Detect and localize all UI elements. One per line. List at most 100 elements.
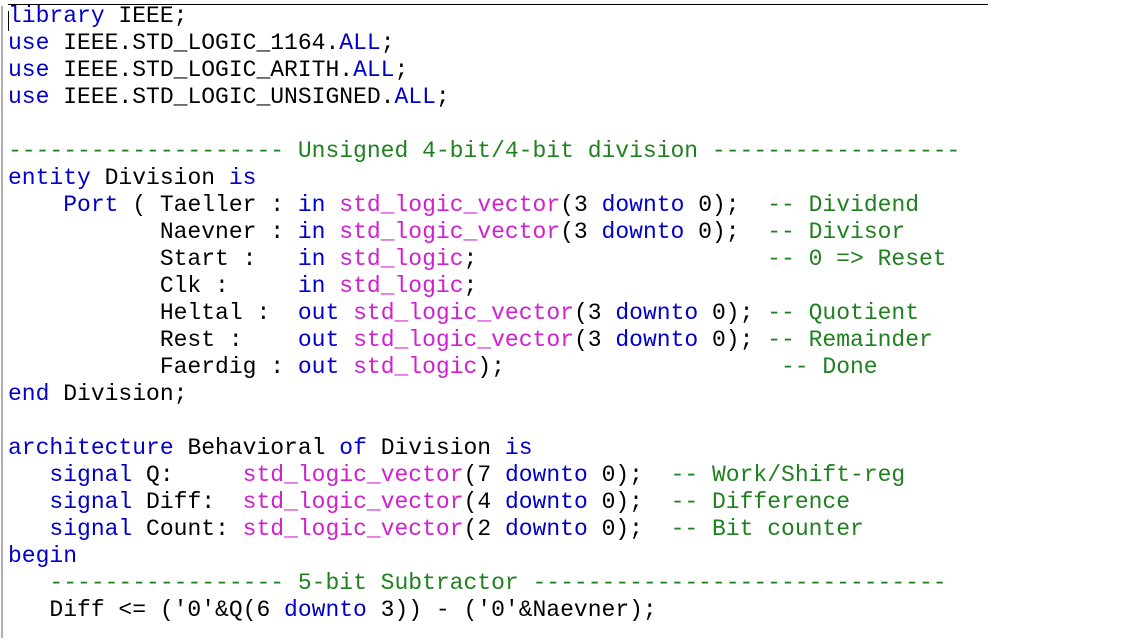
code-token: 0); [684,192,768,218]
comment-token: -- Remainder [767,327,933,353]
keyword-token: signal [49,516,133,542]
code-line[interactable]: Clk : in std_logic; [8,273,960,300]
code-line[interactable]: ----------------- 5-bit Subtractor -----… [8,570,960,597]
code-token: IEEE.STD_LOGIC_ARITH. [49,57,354,83]
type-token: std_logic_vector [353,300,574,326]
keyword-token: is [228,165,257,191]
comment-token: -- 0 => Reset [767,246,947,272]
code-token: Behavioral [173,435,340,461]
keyword-token: downto [284,597,367,623]
code-token: Naevner : [8,219,298,245]
comment-token: -- Done [780,354,878,380]
keyword-token: is [504,435,533,461]
keyword-token: ALL [353,57,395,83]
type-token: std_logic_vector [339,192,561,218]
code-token [339,300,353,326]
code-line[interactable]: end Division; [8,381,960,408]
keyword-token: ALL [394,84,436,110]
comment-token: -- Bit counter [670,516,864,542]
code-token: IEEE.STD_LOGIC_UNSIGNED. [49,84,395,110]
code-token: Start : [8,246,298,272]
code-token: ; [394,57,409,83]
comment-token: -- Divisor [767,219,906,245]
code-token [339,354,353,380]
code-line[interactable]: Port ( Taeller : in std_logic_vector(3 d… [8,192,960,219]
code-line[interactable]: Diff <= ('0'&Q(6 downto 3)) - ('0'&Naevn… [8,597,960,624]
code-line[interactable]: entity Division is [8,165,960,192]
keyword-token: begin [8,543,78,569]
top-divider [8,4,988,5]
keyword-token: in [297,219,326,245]
keyword-token: ALL [339,30,381,56]
keyword-token: of [339,435,367,461]
code-line[interactable]: Heltal : out std_logic_vector(3 downto 0… [8,300,960,327]
code-token: (4 [463,489,505,515]
code-token [325,192,339,218]
type-token: std_logic [339,246,464,272]
keyword-token: out [297,300,340,326]
code-line[interactable] [8,111,960,138]
comment-token: -- Work/Shift-reg [670,462,906,488]
code-line[interactable]: use IEEE.STD_LOGIC_1164.ALL; [8,30,960,57]
code-token: 0); [587,489,671,515]
code-line[interactable]: signal Diff: std_logic_vector(4 downto 0… [8,489,960,516]
type-token: std_logic [339,273,464,299]
code-token [8,462,49,488]
code-token: ( Taeller : [118,192,298,218]
keyword-token: downto [601,192,685,218]
code-token: Diff <= ('0'&Q(6 [8,597,285,623]
code-line[interactable]: Naevner : in std_logic_vector(3 downto 0… [8,219,960,246]
keyword-token: out [297,354,340,380]
keyword-token: in [297,246,326,272]
keyword-token: downto [504,489,588,515]
comment-token: -- Difference [670,489,851,515]
code-token [325,246,339,272]
code-line[interactable]: Start : in std_logic; -- 0 => Reset [8,246,960,273]
keyword-token: Port [63,192,119,218]
code-token: Rest : [8,327,298,353]
code-token: (7 [463,462,505,488]
code-line[interactable]: architecture Behavioral of Division is [8,435,960,462]
text-caret [8,11,9,31]
code-line[interactable]: use IEEE.STD_LOGIC_UNSIGNED.ALL; [8,84,960,111]
code-line[interactable]: begin [8,543,960,570]
keyword-token: library [8,3,105,29]
code-token: Diff: [132,489,243,515]
keyword-token: in [297,273,326,299]
code-token: (3 [573,300,616,326]
keyword-token: use [8,30,50,56]
code-token: Q: [132,462,243,488]
code-text-area[interactable]: library IEEE;use IEEE.STD_LOGIC_1164.ALL… [8,3,960,624]
keyword-token: out [297,327,340,353]
code-token: Heltal : [8,300,298,326]
type-token: std_logic_vector [353,327,574,353]
code-line[interactable]: use IEEE.STD_LOGIC_ARITH.ALL; [8,57,960,84]
code-token: IEEE.STD_LOGIC_1164. [49,30,340,56]
code-line[interactable] [8,408,960,435]
keyword-token: downto [504,516,588,542]
code-token [325,219,339,245]
keyword-token: entity [8,165,91,191]
code-line[interactable]: signal Q: std_logic_vector(7 downto 0); … [8,462,960,489]
code-line[interactable]: Rest : out std_logic_vector(3 downto 0);… [8,327,960,354]
code-line[interactable]: Faerdig : out std_logic); -- Done [8,354,960,381]
keyword-token: downto [615,300,699,326]
code-token: Division [90,165,229,191]
keyword-token: use [8,84,50,110]
keyword-token: downto [615,327,699,353]
comment-token: ----------------- 5-bit Subtractor -----… [49,570,947,596]
code-token: IEEE; [104,3,188,29]
type-token: std_logic [353,354,478,380]
code-token: (3 [560,192,602,218]
code-token: 0); [698,300,768,326]
code-line[interactable]: signal Count: std_logic_vector(2 downto … [8,516,960,543]
code-token: ; [463,246,768,272]
code-line[interactable]: library IEEE; [8,3,960,30]
code-token: 3)) - ('0'&Naevner); [366,597,657,623]
code-token [339,327,353,353]
keyword-token: in [297,192,326,218]
keyword-token: use [8,57,50,83]
code-line[interactable]: -------------------- Unsigned 4-bit/4-bi… [8,138,960,165]
type-token: std_logic_vector [242,516,464,542]
